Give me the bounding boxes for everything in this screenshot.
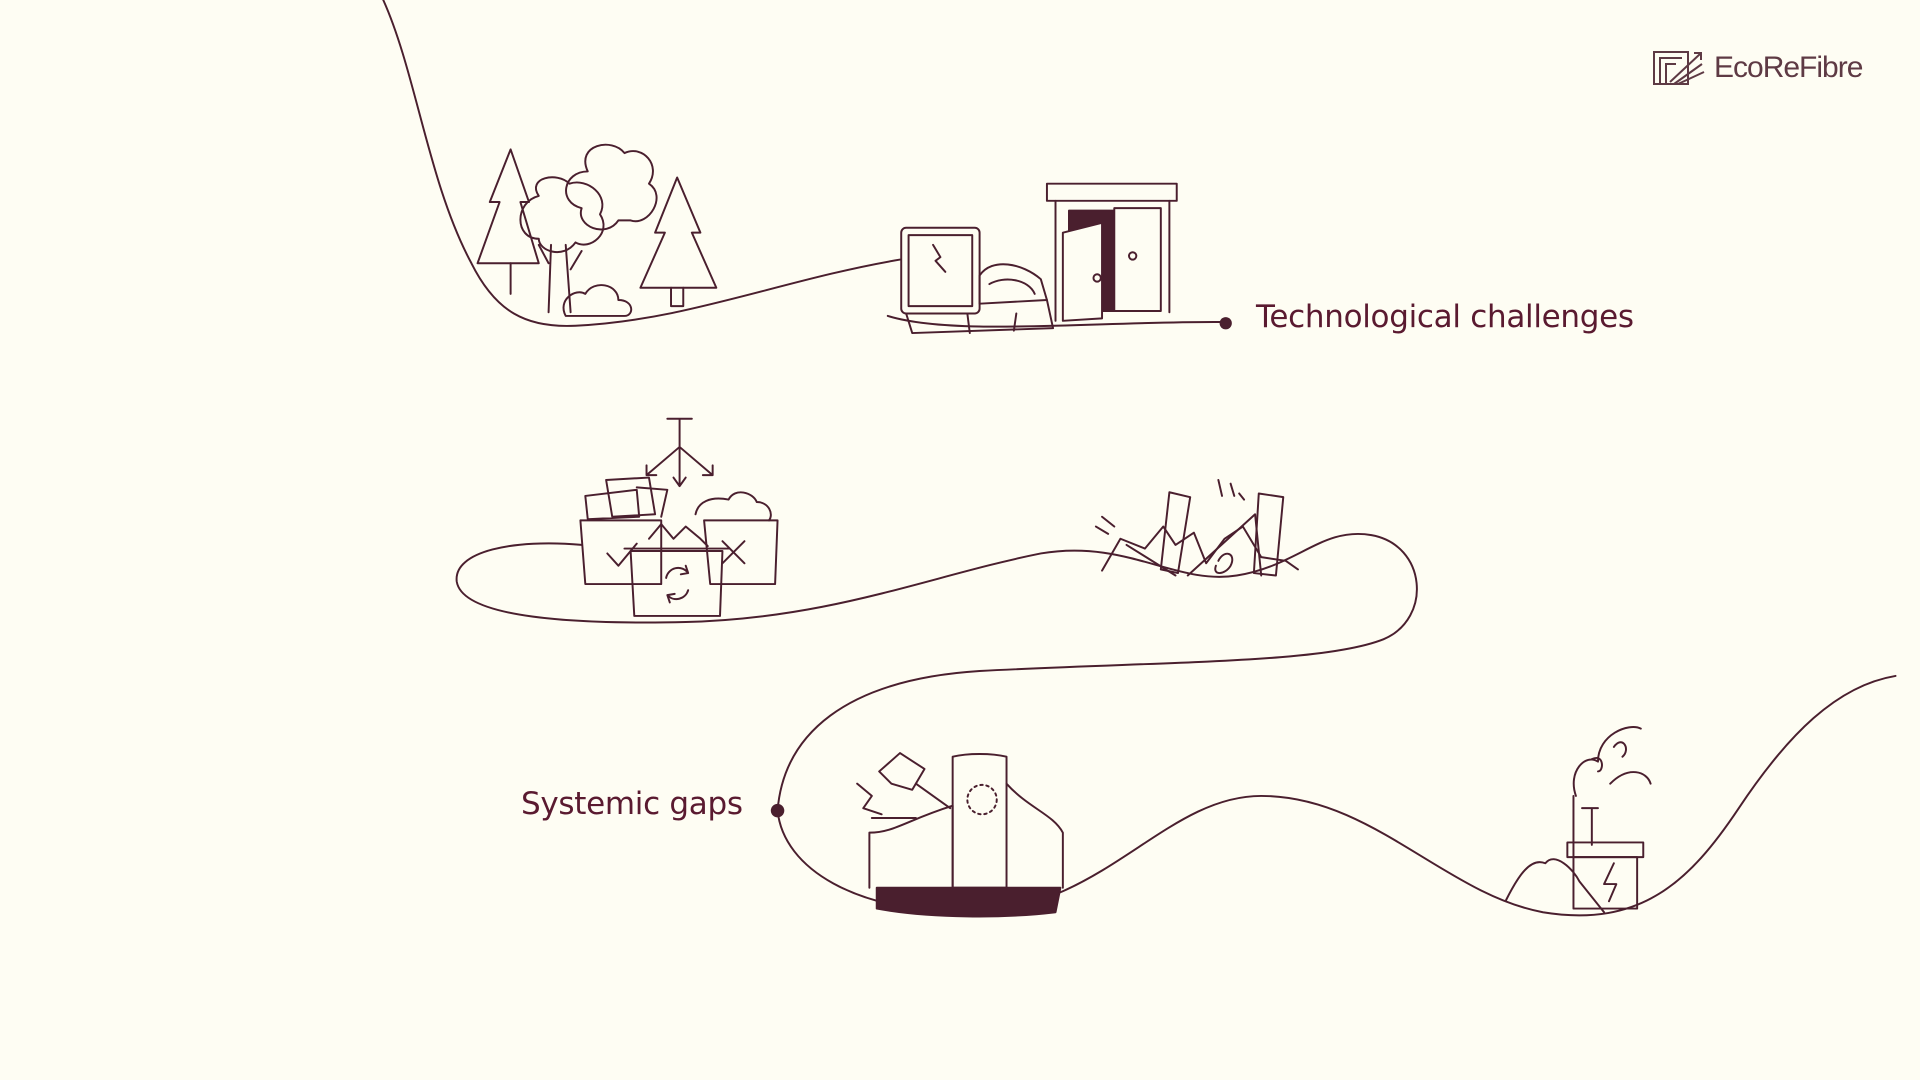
journey-path <box>382 0 1226 328</box>
sorting-bins-icon <box>579 417 779 617</box>
logo-mark-icon <box>1653 51 1705 85</box>
label-technological-challenges: Technological challenges <box>1256 299 1634 335</box>
label-systemic-gaps: Systemic gaps <box>521 786 743 822</box>
power-plant-icon <box>1505 726 1652 914</box>
eu-regulation-icon <box>856 752 1064 918</box>
brand-logo: EcoReFibre <box>1652 48 1863 88</box>
forest-icon <box>476 143 718 317</box>
broken-technology-icon <box>900 182 1178 335</box>
milestone-dot-technological <box>1219 317 1232 330</box>
brand-name: EcoReFibre <box>1714 51 1863 84</box>
milestone-dot-systemic <box>770 803 785 818</box>
waste-debris-icon <box>1094 479 1299 577</box>
journey-path-bottom <box>776 674 1897 917</box>
journey-path-middle <box>455 532 1418 812</box>
